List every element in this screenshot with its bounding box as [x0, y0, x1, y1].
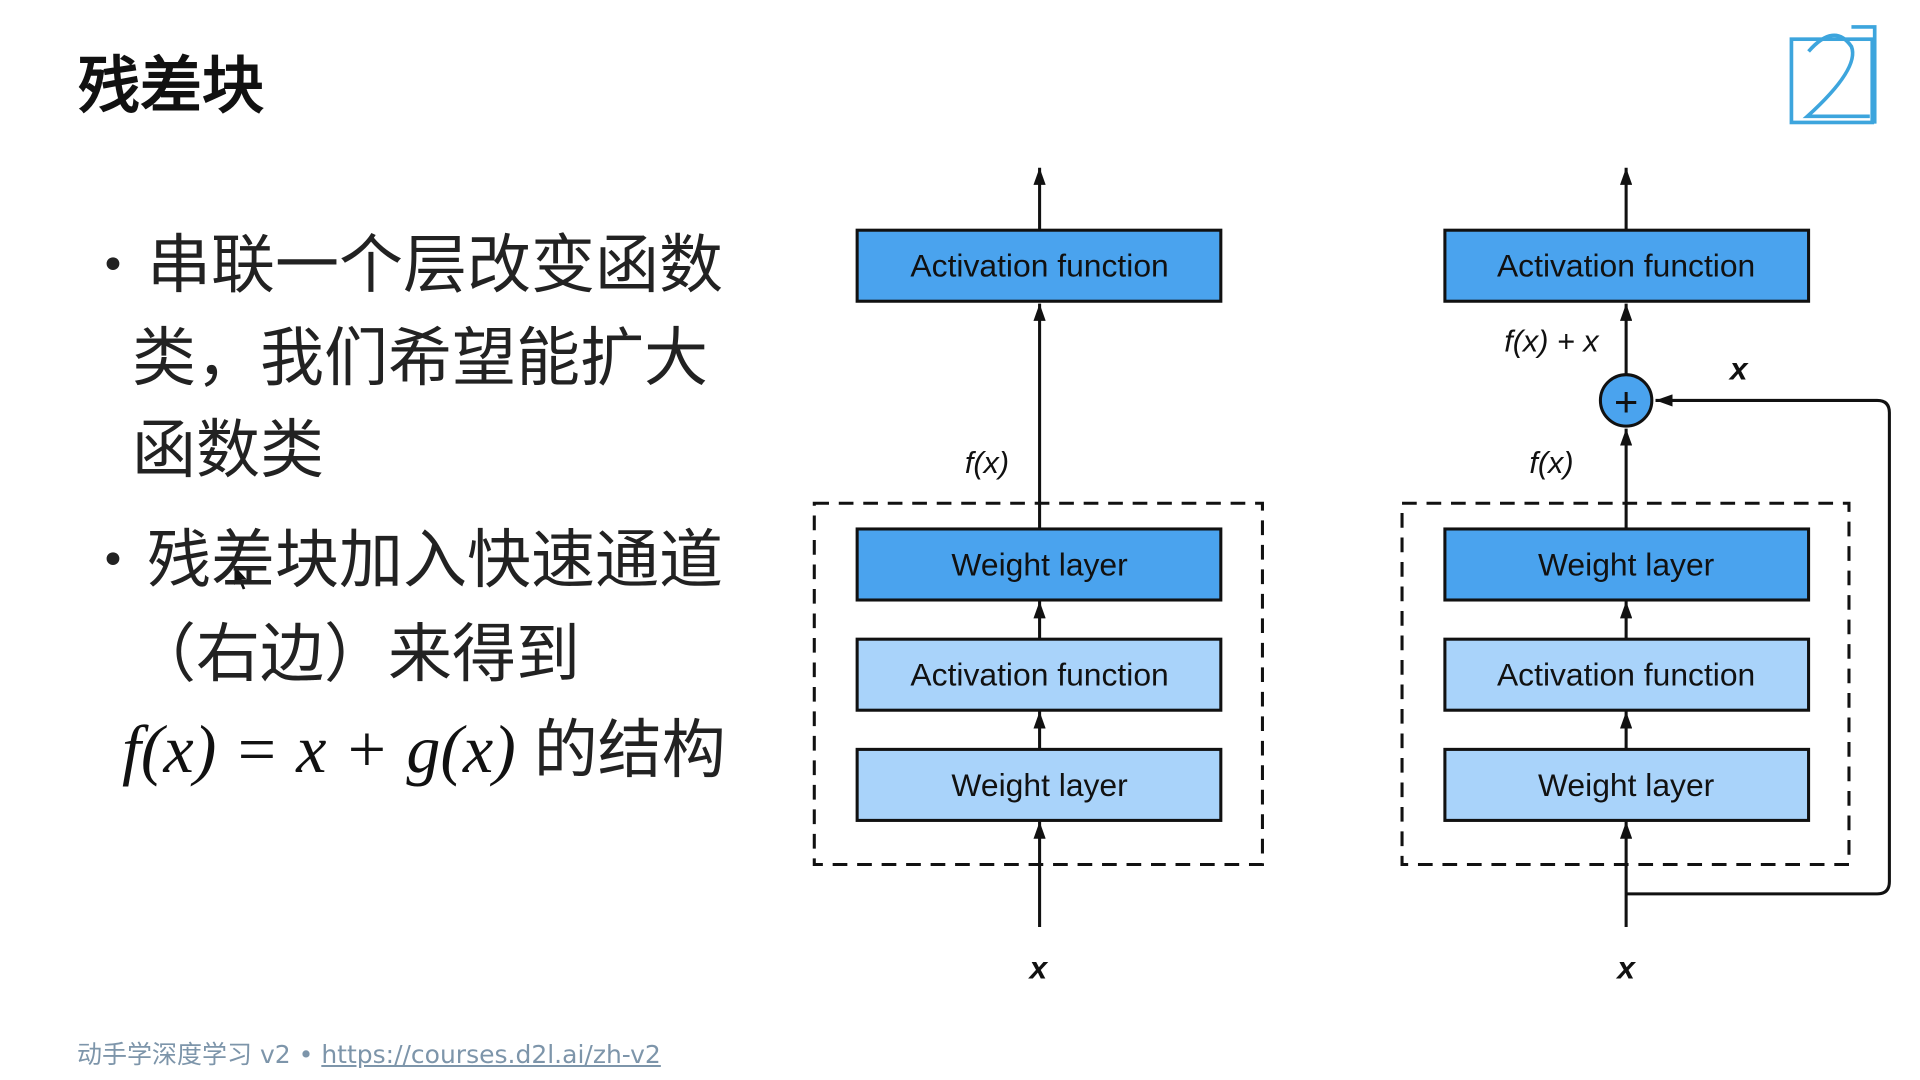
input-x-label: x — [1615, 949, 1636, 985]
activation-function-box — [1443, 228, 1811, 303]
activation-function-box-inner — [855, 637, 1223, 712]
weight-layer-box-top — [855, 527, 1223, 602]
weight-layer-top-label: Weight layer — [1538, 546, 1715, 582]
formula-suffix: 的结构 — [533, 714, 726, 788]
fx-label: f(x) — [1529, 446, 1573, 480]
add-symbol: + — [1614, 378, 1638, 425]
footer-separator: • — [298, 1040, 314, 1069]
activation-function-box-inner — [1443, 637, 1811, 712]
activation-function-box — [855, 228, 1223, 303]
add-node — [1598, 373, 1654, 428]
bullet-2-line-1: 残差块加入快速通道 — [147, 524, 723, 598]
weight-layer-bottom-label: Weight layer — [1538, 767, 1715, 803]
sum-label: f(x) + x — [1504, 325, 1600, 359]
activation-function-inner-label: Activation function — [910, 657, 1168, 693]
weight-layer-top-label: Weight layer — [951, 546, 1128, 582]
weight-layer-box-bottom — [855, 747, 1223, 822]
activation-function-label: Activation function — [1497, 248, 1755, 284]
weight-layer-bottom-label: Weight layer — [951, 767, 1128, 803]
weight-layer-box-bottom — [1443, 747, 1811, 822]
footer-course: 动手学深度学习 v2 — [77, 1040, 291, 1069]
activation-function-inner-label: Activation function — [1497, 657, 1755, 693]
bullet-2-line-2: （右边）来得到 — [132, 618, 580, 692]
bullet-1-line-3: 函数类 — [132, 414, 324, 488]
bullet-1-line-1: 串联一个层改变函数 — [147, 229, 723, 303]
plain-block: Activation function f(x) Weight layer Ac… — [812, 167, 1264, 985]
bullet-marker: • — [100, 240, 126, 291]
activation-function-label: Activation function — [910, 248, 1168, 284]
bullet-2-line-3: f(x) = x + g(x) 的结构 — [122, 709, 726, 791]
residual-block: Activation function f(x) + x + f(x) x We… — [1400, 167, 1891, 985]
skip-x-label: x — [1728, 351, 1749, 387]
input-x-label: x — [1028, 949, 1049, 985]
d2l-logo-icon — [1789, 25, 1877, 125]
weight-layer-box-top — [1443, 527, 1811, 602]
skip-connection — [1626, 394, 1891, 896]
footer: 动手学深度学习 v2 • https://courses.d2l.ai/zh-v… — [77, 1040, 661, 1070]
residual-formula: f(x) = x + g(x) — [122, 711, 516, 787]
slide-title: 残差块 — [78, 49, 265, 122]
footer-course-link[interactable]: https://courses.d2l.ai/zh-v2 — [321, 1040, 661, 1069]
bullet-marker: • — [100, 535, 126, 586]
mouse-cursor-icon — [233, 562, 250, 591]
fx-label: f(x) — [965, 446, 1009, 480]
bullet-1-line-2: 类，我们希望能扩大 — [132, 322, 708, 396]
